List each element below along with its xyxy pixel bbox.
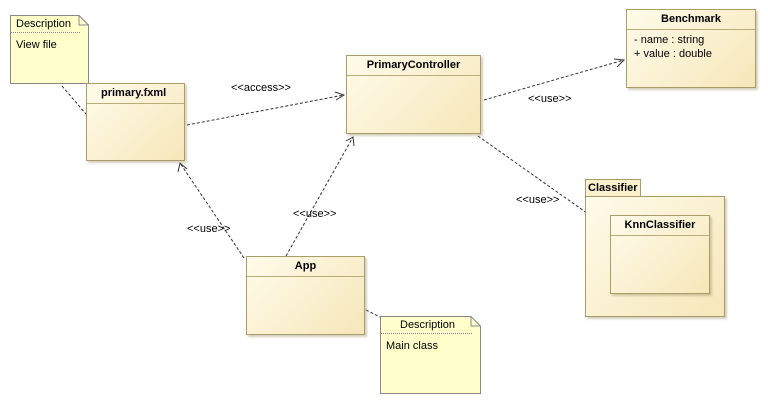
- class-benchmark[interactable]: Benchmark - name : string + value : doub…: [626, 9, 756, 88]
- class-primary-controller[interactable]: PrimaryController: [346, 55, 481, 134]
- note-text: Main class: [386, 340, 438, 352]
- attribute: - name : string: [634, 34, 705, 46]
- line-app-to-controller: [285, 136, 354, 257]
- label-access: <<access>>: [231, 82, 291, 94]
- class-primary-fxml[interactable]: primary.fxml: [86, 83, 185, 161]
- class-knn-classifier[interactable]: KnnClassifier: [610, 215, 710, 294]
- line-app-to-fxml: [179, 162, 245, 259]
- class-name: App: [247, 257, 364, 277]
- label-use-benchmark: <<use>>: [528, 93, 572, 105]
- attribute: + value : double: [634, 48, 712, 60]
- label-use-fxml: <<use>>: [187, 223, 231, 235]
- note-text: View file: [16, 39, 57, 51]
- note-title: Description: [10, 15, 80, 33]
- line-controller-to-benchmark: [483, 59, 625, 101]
- class-name: primary.fxml: [87, 84, 184, 104]
- class-name: KnnClassifier: [611, 216, 709, 236]
- note-title: Description: [380, 316, 472, 334]
- arrowhead-controller: [334, 91, 346, 101]
- package-tab[interactable]: Classifier: [585, 179, 641, 196]
- line-note-to-app: [365, 309, 383, 319]
- class-app[interactable]: App: [246, 256, 365, 335]
- arrowhead-benchmark: [613, 58, 626, 68]
- attribute-list: - name : string + value : double: [627, 30, 755, 61]
- label-use-knn: <<use>>: [516, 194, 560, 206]
- label-use-controller: <<use>>: [293, 208, 337, 220]
- class-name: PrimaryController: [347, 56, 480, 76]
- arrowhead-primary-controller: [345, 136, 355, 147]
- line-fxml-to-controller: [186, 94, 345, 126]
- note-shape: [380, 316, 481, 394]
- arrowhead-fxml: [177, 162, 188, 173]
- note-main-class[interactable]: Description Main class: [380, 316, 481, 394]
- line-note-to-fxml: [61, 85, 87, 115]
- class-name: Benchmark: [627, 10, 755, 30]
- note-view-file[interactable]: Description View file: [10, 15, 89, 84]
